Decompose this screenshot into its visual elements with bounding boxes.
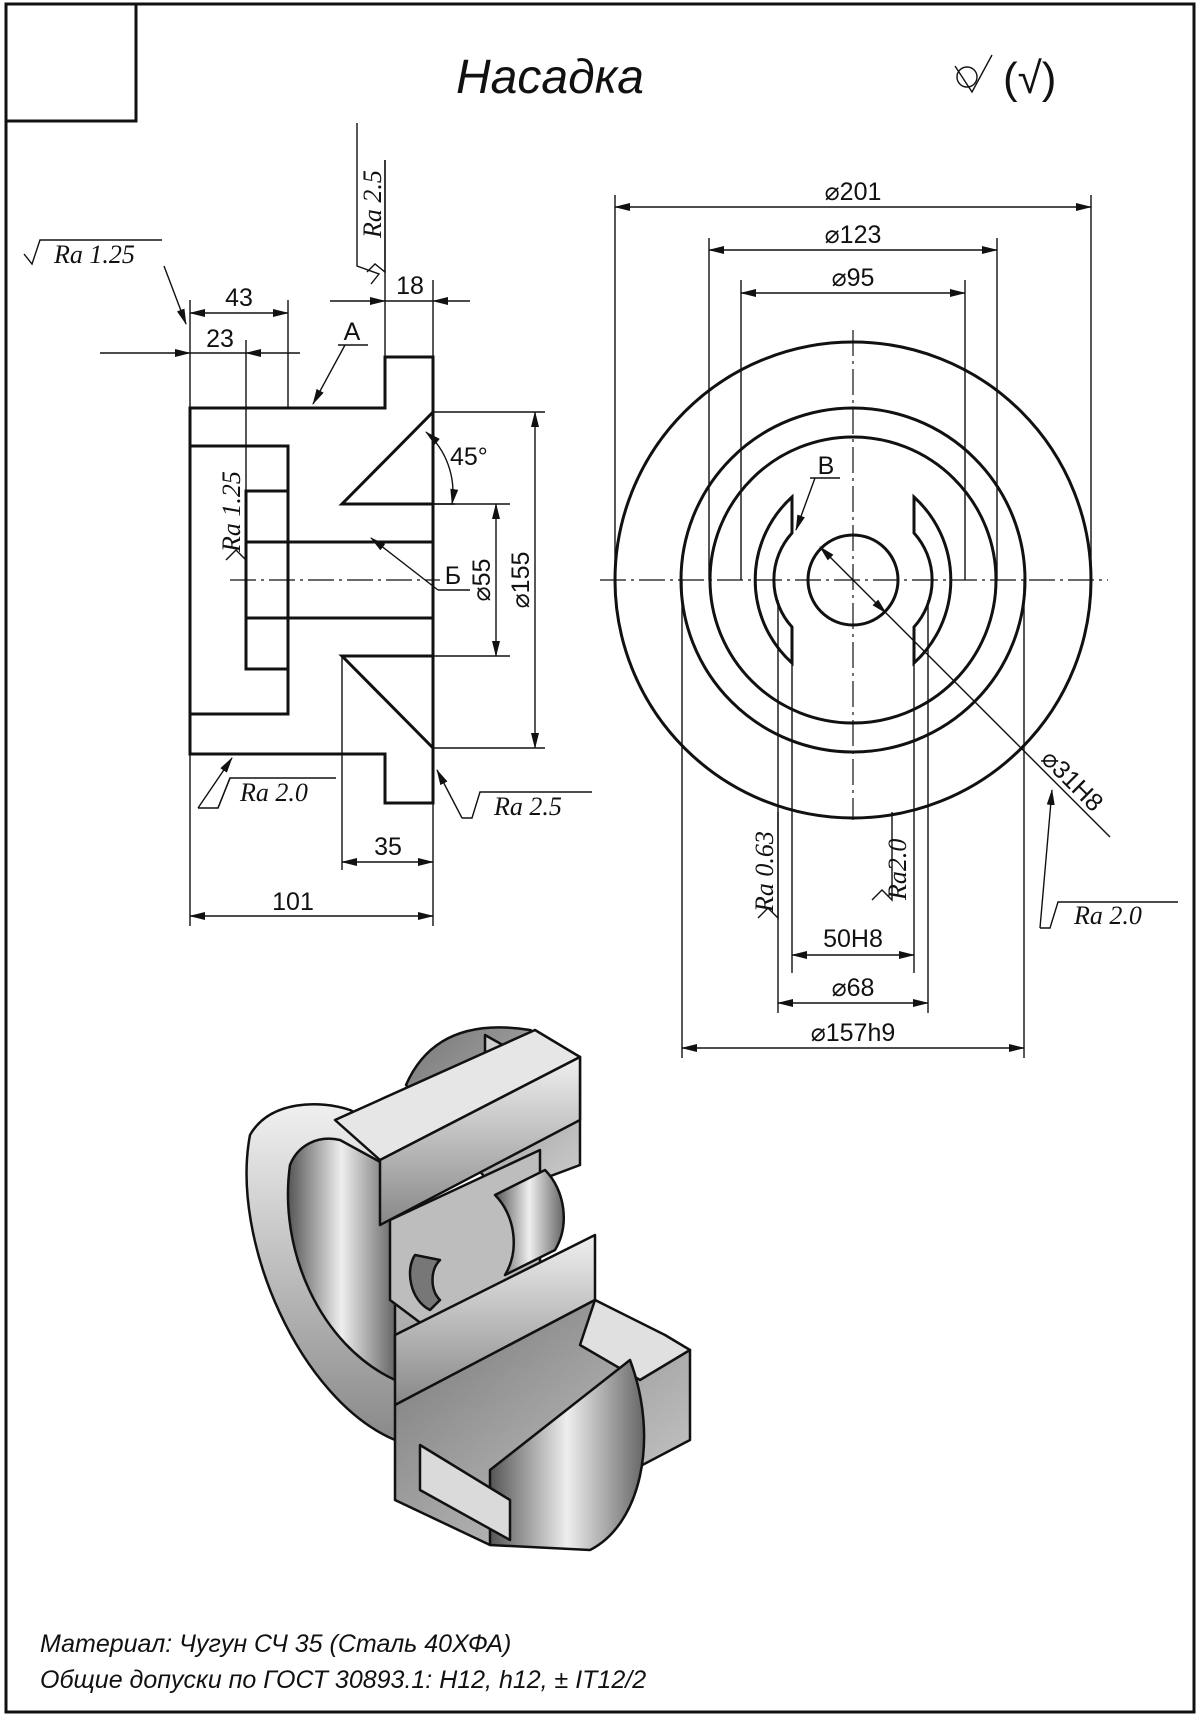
roughness-general-note: (√) [1003, 54, 1056, 103]
label-v: В [818, 452, 835, 480]
dim-d31h8: ⌀31H8 [1036, 744, 1109, 817]
tolerance-note: Общие допуски по ГОСТ 30893.1: H12, h12,… [40, 1666, 646, 1694]
drawing-title: Насадка [456, 51, 644, 104]
roughness-ra20-left: Ra 2.0 [239, 778, 308, 807]
material-label: Материал [40, 1630, 165, 1658]
dim-43: 43 [225, 284, 253, 312]
roughness-ra20-bore: Ra 2.0 [1073, 901, 1142, 930]
roughness-ra20-slot: Ra2.0 [883, 839, 912, 901]
dim-d55: ⌀55 [468, 559, 496, 602]
dim-18: 18 [396, 272, 424, 300]
dim-23: 23 [206, 325, 234, 353]
roughness-ra063: Ra 0.63 [750, 831, 779, 913]
roughness-ra25-right: Ra 2.5 [493, 792, 562, 821]
dim-d155: ⌀155 [507, 552, 535, 609]
dim-50h8: 50H8 [823, 925, 883, 953]
dim-35: 35 [374, 833, 402, 861]
dim-d157h9: ⌀157h9 [811, 1019, 896, 1047]
dim-101: 101 [272, 888, 314, 916]
roughness-ra25-top: Ra 2.5 [358, 170, 387, 239]
corner-box [4, 2, 138, 123]
isometric-cutaway-view [245, 1026, 692, 1552]
material-value: : Чугун СЧ 35 (Сталь 40ХФА) [165, 1630, 511, 1658]
section-view: 43 23 18 45° ⌀55 ⌀155 35 101 А Б [23, 123, 592, 926]
dim-d123: ⌀123 [825, 221, 882, 249]
dim-d68: ⌀68 [832, 974, 875, 1002]
label-b: Б [445, 562, 461, 590]
general-roughness-symbol: (√) [954, 54, 1056, 103]
dim-45-deg: 45° [450, 443, 488, 471]
sheet-frame [4, 2, 1196, 1714]
front-view: ⌀201 ⌀123 ⌀95 ⌀31H8 В 50H8 ⌀68 ⌀157h9 Ra… [600, 178, 1178, 1058]
roughness-ra125-bore: Ra 1.25 [217, 471, 246, 553]
roughness-ra125-top: Ra 1.25 [53, 240, 135, 269]
dim-d201: ⌀201 [825, 178, 882, 206]
material-note: Материал: Чугун СЧ 35 (Сталь 40ХФА) [40, 1630, 511, 1658]
label-a: А [344, 318, 361, 346]
dim-d95: ⌀95 [832, 264, 875, 292]
